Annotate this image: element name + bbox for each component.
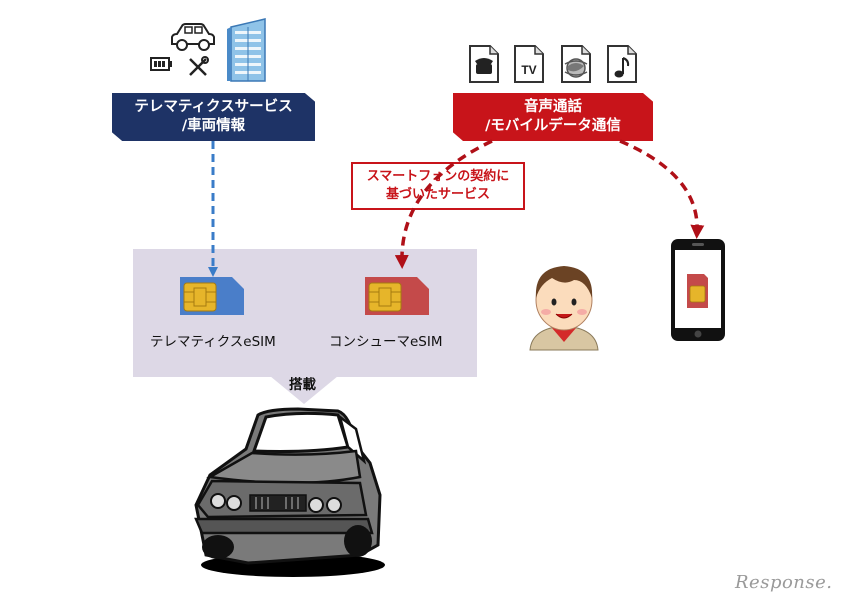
voice-to-phone-arrow [619, 139, 705, 239]
voice-to-consumer-sim-arrow [394, 139, 493, 269]
telematics-sim-icon [180, 277, 244, 315]
voice-data-line1: 音声通話 [524, 99, 582, 115]
consumer-sim-icon [365, 277, 429, 315]
telematics-esim-label: テレマティクスeSIM [150, 334, 276, 350]
callout-line2: 基づいたサービス [385, 187, 490, 202]
telematics-service-banner: テレマティクスサービス /車両情報 [112, 93, 315, 141]
mount-label: 搭載 [289, 377, 316, 393]
globe-file-icon [561, 45, 591, 83]
telematics-service-line1: テレマティクスサービス [134, 99, 293, 115]
telematics-service-line2: /車両情報 [181, 118, 246, 134]
phone-file-icon [469, 45, 499, 83]
tools-icon [189, 56, 209, 76]
response-watermark: Response. [735, 572, 833, 593]
consumer-esim-label: コンシューマeSIM [329, 334, 443, 350]
tv-file-icon: TV [514, 45, 544, 83]
tv-label: TV [521, 63, 536, 77]
music-file-icon [607, 45, 637, 83]
building-icon [227, 18, 266, 82]
person-avatar [529, 266, 599, 351]
smartphone-icon [671, 239, 725, 341]
voice-data-line2: /モバイルデータ通信 [485, 118, 621, 134]
car-illustration [194, 407, 385, 577]
battery-icon [150, 57, 172, 71]
car-icon [171, 23, 215, 51]
voice-data-banner: 音声通話 /モバイルデータ通信 [453, 93, 653, 141]
